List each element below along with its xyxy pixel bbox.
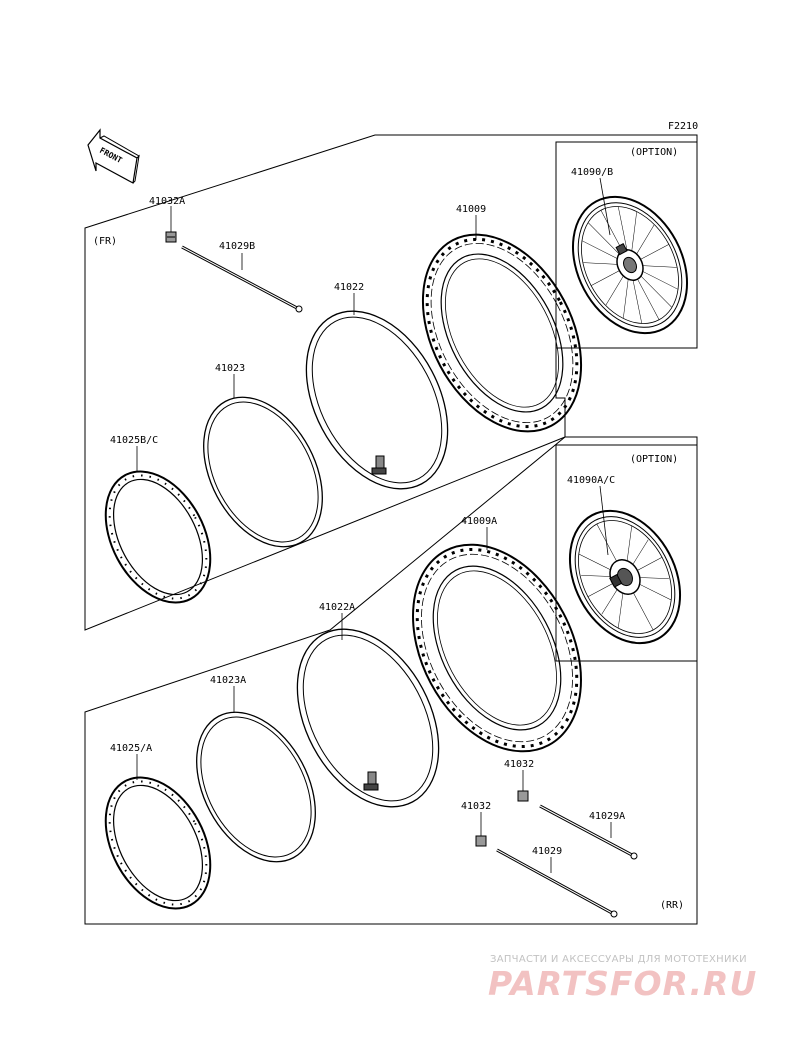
front-arrow-icon: FRONT: [87, 128, 140, 184]
rear-section-frame: [84, 436, 698, 925]
rear-inner-tube: [296, 628, 440, 808]
option-label-rear: (OPTION): [630, 454, 678, 465]
front-spoked-wheel: [571, 195, 689, 335]
front-section-frame: [84, 134, 698, 631]
label-41032-upper: 41032: [504, 759, 534, 770]
label-41023A: 41023A: [210, 675, 246, 686]
front-option-box: [555, 141, 698, 349]
front-rim-band: [203, 396, 323, 548]
rear-option-box: [555, 444, 698, 662]
rear-tube-valve: [363, 771, 379, 791]
label-41022: 41022: [334, 282, 364, 293]
label-41025A: 41025/A: [110, 743, 152, 754]
watermark-tagline: ЗАПЧАСТИ И АКСЕССУАРЫ ДЛЯ МОТОТЕХНИКИ: [490, 954, 747, 965]
watermark-brand: PARTSFOR.RU: [488, 964, 757, 1003]
rear-tire: [412, 543, 582, 753]
rear-valve-nut-2: [475, 835, 487, 847]
rear-rim-band: [196, 711, 316, 863]
label-41029A: 41029A: [589, 811, 625, 822]
label-41032A: 41032A: [149, 196, 185, 207]
figure-code: F2210: [668, 121, 698, 132]
rear-spoke-a: [539, 804, 638, 860]
front-tire: [421, 233, 583, 433]
label-41022A: 41022A: [319, 602, 355, 613]
rear-valve-nut-1: [517, 790, 529, 802]
front-inner-tube: [305, 310, 449, 490]
label-41029: 41029: [532, 846, 562, 857]
rear-spoked-wheel: [568, 509, 682, 645]
label-41090AC: 41090A/C: [567, 475, 615, 486]
label-41009: 41009: [456, 204, 486, 215]
section-label-rear: (RR): [660, 900, 684, 911]
label-41025BC: 41025B/C: [110, 435, 158, 446]
front-tube-valve: [371, 455, 387, 475]
option-label-front: (OPTION): [630, 147, 678, 158]
label-41032-lower: 41032: [461, 801, 491, 812]
label-41029B: 41029B: [219, 241, 255, 252]
front-spoke: [181, 245, 303, 313]
label-41023: 41023: [215, 363, 245, 374]
label-41090B: 41090/B: [571, 167, 613, 178]
label-41009A: 41009A: [461, 516, 497, 527]
rear-spoke: [496, 848, 618, 918]
section-label-front: (FR): [93, 236, 117, 247]
leader-lines: [136, 177, 612, 873]
front-valve-nut: [165, 231, 177, 243]
rear-rim: [104, 776, 212, 910]
